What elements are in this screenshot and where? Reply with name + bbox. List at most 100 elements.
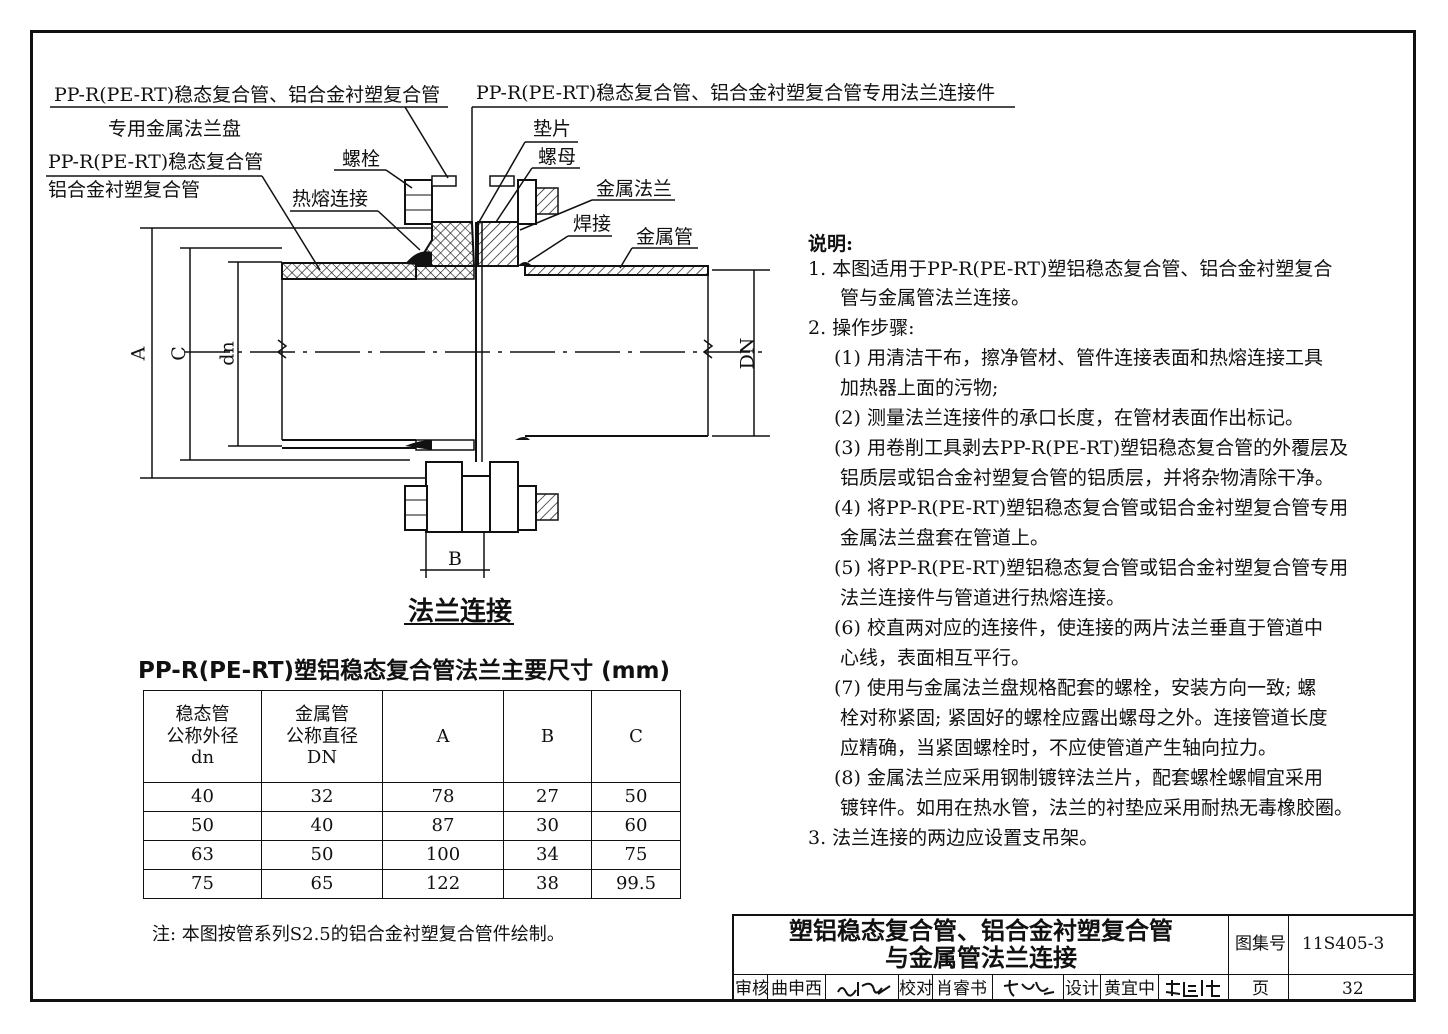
label-pipe-line1: PP-R(PE-RT)稳态复合管 (48, 151, 264, 173)
note-line: (6) 校直两对应的连接件，使连接的两片法兰垂直于管道中 (834, 617, 1323, 639)
note-line: 镀锌件。如用在热水管，法兰的衬垫应采用耐热无毒橡胶圈。 (840, 797, 1354, 819)
design-label: 设计 (1065, 979, 1099, 999)
check-label: 校对 (899, 979, 933, 999)
bolt-upper (404, 175, 559, 225)
flange-connector-lower (405, 437, 530, 533)
cell: 75 (143, 869, 262, 899)
note-line: (2) 测量法兰连接件的承口长度，在管材表面作出标记。 (834, 407, 1304, 429)
table-row: 50 40 87 30 60 (143, 811, 681, 841)
designer-name: 黄宜中 (1104, 979, 1155, 999)
cell: 40 (261, 811, 383, 841)
note-line: 栓对称紧固; 紧固好的螺栓应露出螺母之外。连接管道长度 (840, 707, 1328, 729)
cell: 63 (143, 840, 262, 870)
header-B: B (503, 690, 592, 783)
dimension-DN (712, 269, 770, 437)
dimension-B (420, 532, 490, 578)
plastic-pipe (276, 262, 417, 449)
dimension-A (140, 227, 432, 479)
dim-label-C: C (167, 346, 190, 361)
cell: 87 (382, 811, 504, 841)
footnote: 注: 本图按管系列S2.5的铝合金衬塑复合管件绘制。 (152, 924, 565, 945)
review-label: 审核 (735, 979, 769, 999)
cell: 40 (143, 782, 262, 812)
cell: 122 (382, 869, 504, 899)
drawing-frame (30, 30, 1416, 1002)
drawing-title: 塑铝稳态复合管、铝合金衬塑复合管 与金属管法兰连接 (789, 917, 1173, 972)
table-header-row: 稳态管 公称外径 dn 金属管 公称直径 DN A B C (143, 690, 681, 783)
reviewer-name: 曲申西 (771, 979, 822, 999)
table-row: 63 50 100 34 75 (143, 840, 681, 870)
table-row: 75 65 122 38 99.5 (143, 869, 681, 899)
note-line: 3. 法兰连接的两边应设置支吊架。 (808, 827, 1099, 849)
figure-title: 法兰连接 (408, 597, 513, 627)
metal-pipe (524, 265, 714, 437)
note-line: (7) 使用与金属法兰盘规格配套的螺栓，安装方向一致; 螺 (834, 677, 1317, 699)
label-flange-disc-line1: PP-R(PE-RT)稳态复合管、铝合金衬塑复合管 (54, 84, 441, 106)
cell: 50 (591, 782, 681, 812)
note-line: (5) 将PP-R(PE-RT)塑铝稳态复合管或铝合金衬塑复合管专用 (834, 557, 1349, 579)
dimensions-table: 稳态管 公称外径 dn 金属管 公称直径 DN A B C 40 32 78 2… (143, 690, 681, 899)
header-dn: 稳态管 公称外径 dn (143, 690, 262, 783)
note-line: 1. 本图适用于PP-R(PE-RT)塑铝稳态复合管、铝合金衬塑复合 (808, 258, 1333, 280)
label-weld: 焊接 (573, 213, 612, 235)
cell: 50 (143, 811, 262, 841)
atlas-number: 11S405-3 (1302, 934, 1385, 954)
label-pipe-line2: 铝合金衬塑复合管 (48, 179, 201, 201)
label-hot-melt: 热熔连接 (292, 188, 369, 210)
dim-label-B: B (448, 548, 462, 570)
note-line: 金属法兰盘套在管道上。 (840, 527, 1050, 549)
checker-signature (1003, 979, 1055, 997)
cell: 75 (591, 840, 681, 870)
note-line: 应精确，当紧固螺栓时，不应使管道产生轴向拉力。 (840, 737, 1278, 759)
header-DN: 金属管 公称直径 DN (261, 690, 383, 783)
cell: 65 (261, 869, 383, 899)
reviewer-signature (837, 982, 891, 997)
label-flange-disc-line2: 专用金属法兰盘 (108, 118, 242, 140)
note-line: 法兰连接件与管道进行热熔连接。 (840, 587, 1126, 609)
page-number: 32 (1342, 979, 1364, 999)
dim-label-dn: dn (216, 341, 239, 366)
note-line: 管与金属管法兰连接。 (840, 287, 1031, 309)
cell: 38 (503, 869, 592, 899)
header-A: A (382, 690, 504, 783)
bolt-lower (404, 485, 559, 531)
label-metal-pipe: 金属管 (636, 226, 694, 248)
label-nut: 螺母 (538, 146, 577, 168)
dimension-C (180, 247, 410, 461)
header-C: C (591, 690, 681, 783)
dim-label-DN: DN (736, 337, 759, 370)
label-bolt: 螺栓 (342, 148, 381, 170)
note-line: (3) 用卷削工具剥去PP-R(PE-RT)塑铝稳态复合管的外覆层及 (834, 437, 1349, 459)
flange-connector-upper (405, 221, 532, 462)
cell: 78 (382, 782, 504, 812)
note-line: 心线，表面相互平行。 (840, 647, 1031, 669)
cell: 60 (591, 811, 681, 841)
leader-lines (46, 106, 1015, 271)
notes-title: 说明: (808, 233, 854, 255)
table-row: 40 32 78 27 50 (143, 782, 681, 812)
cell: 32 (261, 782, 383, 812)
note-line: 加热器上面的污物; (840, 377, 999, 399)
cell: 100 (382, 840, 504, 870)
label-gasket: 垫片 (533, 118, 572, 140)
atlas-label: 图集号 (1235, 934, 1286, 954)
dim-label-A: A (127, 346, 150, 361)
note-line: (4) 将PP-R(PE-RT)塑铝稳态复合管或铝合金衬塑复合管专用 (834, 497, 1349, 519)
cell: 50 (261, 840, 383, 870)
label-metal-flange: 金属法兰 (596, 178, 673, 200)
cell: 30 (503, 811, 592, 841)
note-line: (1) 用清洁干布，擦净管材、管件连接表面和热熔连接工具 (834, 347, 1323, 369)
cell: 27 (503, 782, 592, 812)
cell: 99.5 (591, 869, 681, 899)
label-flange-connector: PP-R(PE-RT)稳态复合管、铝合金衬塑复合管专用法兰连接件 (476, 82, 996, 104)
table-title: PP-R(PE-RT)塑铝稳态复合管法兰主要尺寸 (mm) (138, 658, 671, 684)
note-line: 2. 操作步骤: (808, 317, 915, 339)
page-label: 页 (1252, 979, 1269, 999)
designer-signature (1165, 980, 1220, 997)
dimension-dn (228, 261, 282, 447)
note-line: 铝质层或铝合金衬塑复合管的铝质层，并将杂物清除干净。 (840, 467, 1335, 489)
note-line: (8) 金属法兰应采用钢制镀锌法兰片，配套螺栓螺帽宜采用 (834, 767, 1323, 789)
cell: 34 (503, 840, 592, 870)
checker-name: 肖睿书 (936, 979, 987, 999)
